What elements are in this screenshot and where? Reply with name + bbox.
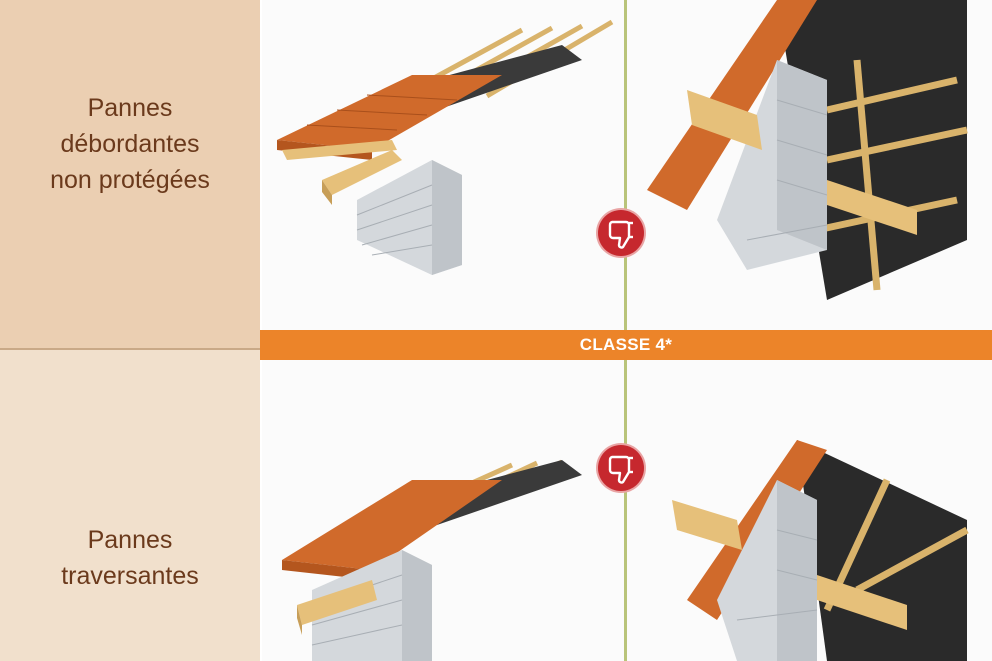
roof-overhang-illustration-top-left bbox=[277, 19, 614, 275]
row-label-through-purlins: Pannes traversantes bbox=[0, 522, 260, 594]
roof-through-illustration-bottom-right bbox=[672, 440, 969, 661]
label-line: Pannes bbox=[87, 526, 173, 554]
row-label-cell-through bbox=[0, 349, 260, 661]
label-line: Pannes bbox=[87, 94, 173, 122]
thumbs-down-icon bbox=[598, 210, 644, 256]
class-bar: CLASSE 4* bbox=[260, 330, 992, 360]
label-line: non protégées bbox=[50, 166, 210, 194]
label-line: traversantes bbox=[61, 562, 199, 590]
label-line: débordantes bbox=[60, 130, 200, 158]
row-label-cell-overhanging bbox=[0, 0, 260, 349]
row-label-overhanging-purlins: Pannes débordantes non protégées bbox=[0, 90, 260, 198]
roof-through-illustration-bottom-left bbox=[282, 459, 582, 661]
row-divider bbox=[0, 348, 260, 350]
thumbs-down-icon bbox=[598, 445, 644, 491]
column-divider-bottom bbox=[624, 360, 627, 661]
column-divider-top bbox=[624, 0, 627, 330]
roof-overhang-illustration-top-right bbox=[647, 0, 968, 300]
class-bar-label: CLASSE 4* bbox=[579, 335, 673, 354]
